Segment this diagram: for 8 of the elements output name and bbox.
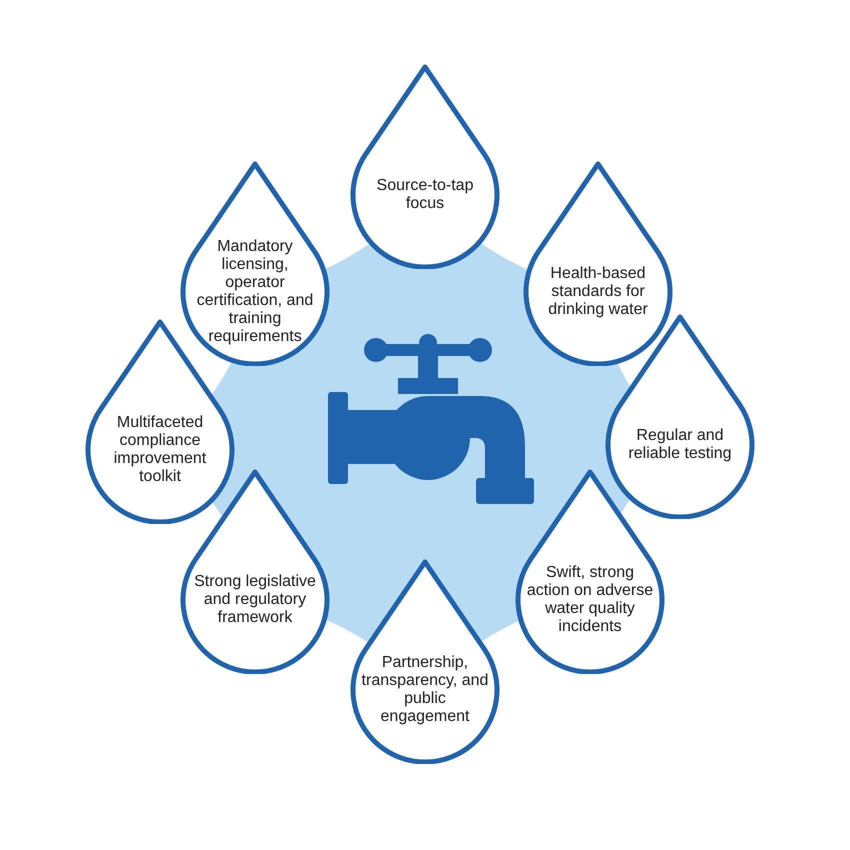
drop-label: Swift, strong action on adverse water quality incidents [526, 564, 654, 636]
drop-label: Source-to-tap focus [376, 177, 474, 213]
drop-label: Multifaceted compliance improvement toolkit [112, 414, 208, 486]
drop-label: Health-based standards for drinking water [547, 265, 649, 319]
drop-label: Regular and reliable testing [627, 427, 733, 463]
drop-label: Strong legislative and regulatory framework [193, 573, 317, 627]
drop-label: Partnership, transparency, and public engagement [361, 654, 489, 726]
drop-label: Mandatory licensing, operator certification, and training requirements [196, 238, 314, 346]
